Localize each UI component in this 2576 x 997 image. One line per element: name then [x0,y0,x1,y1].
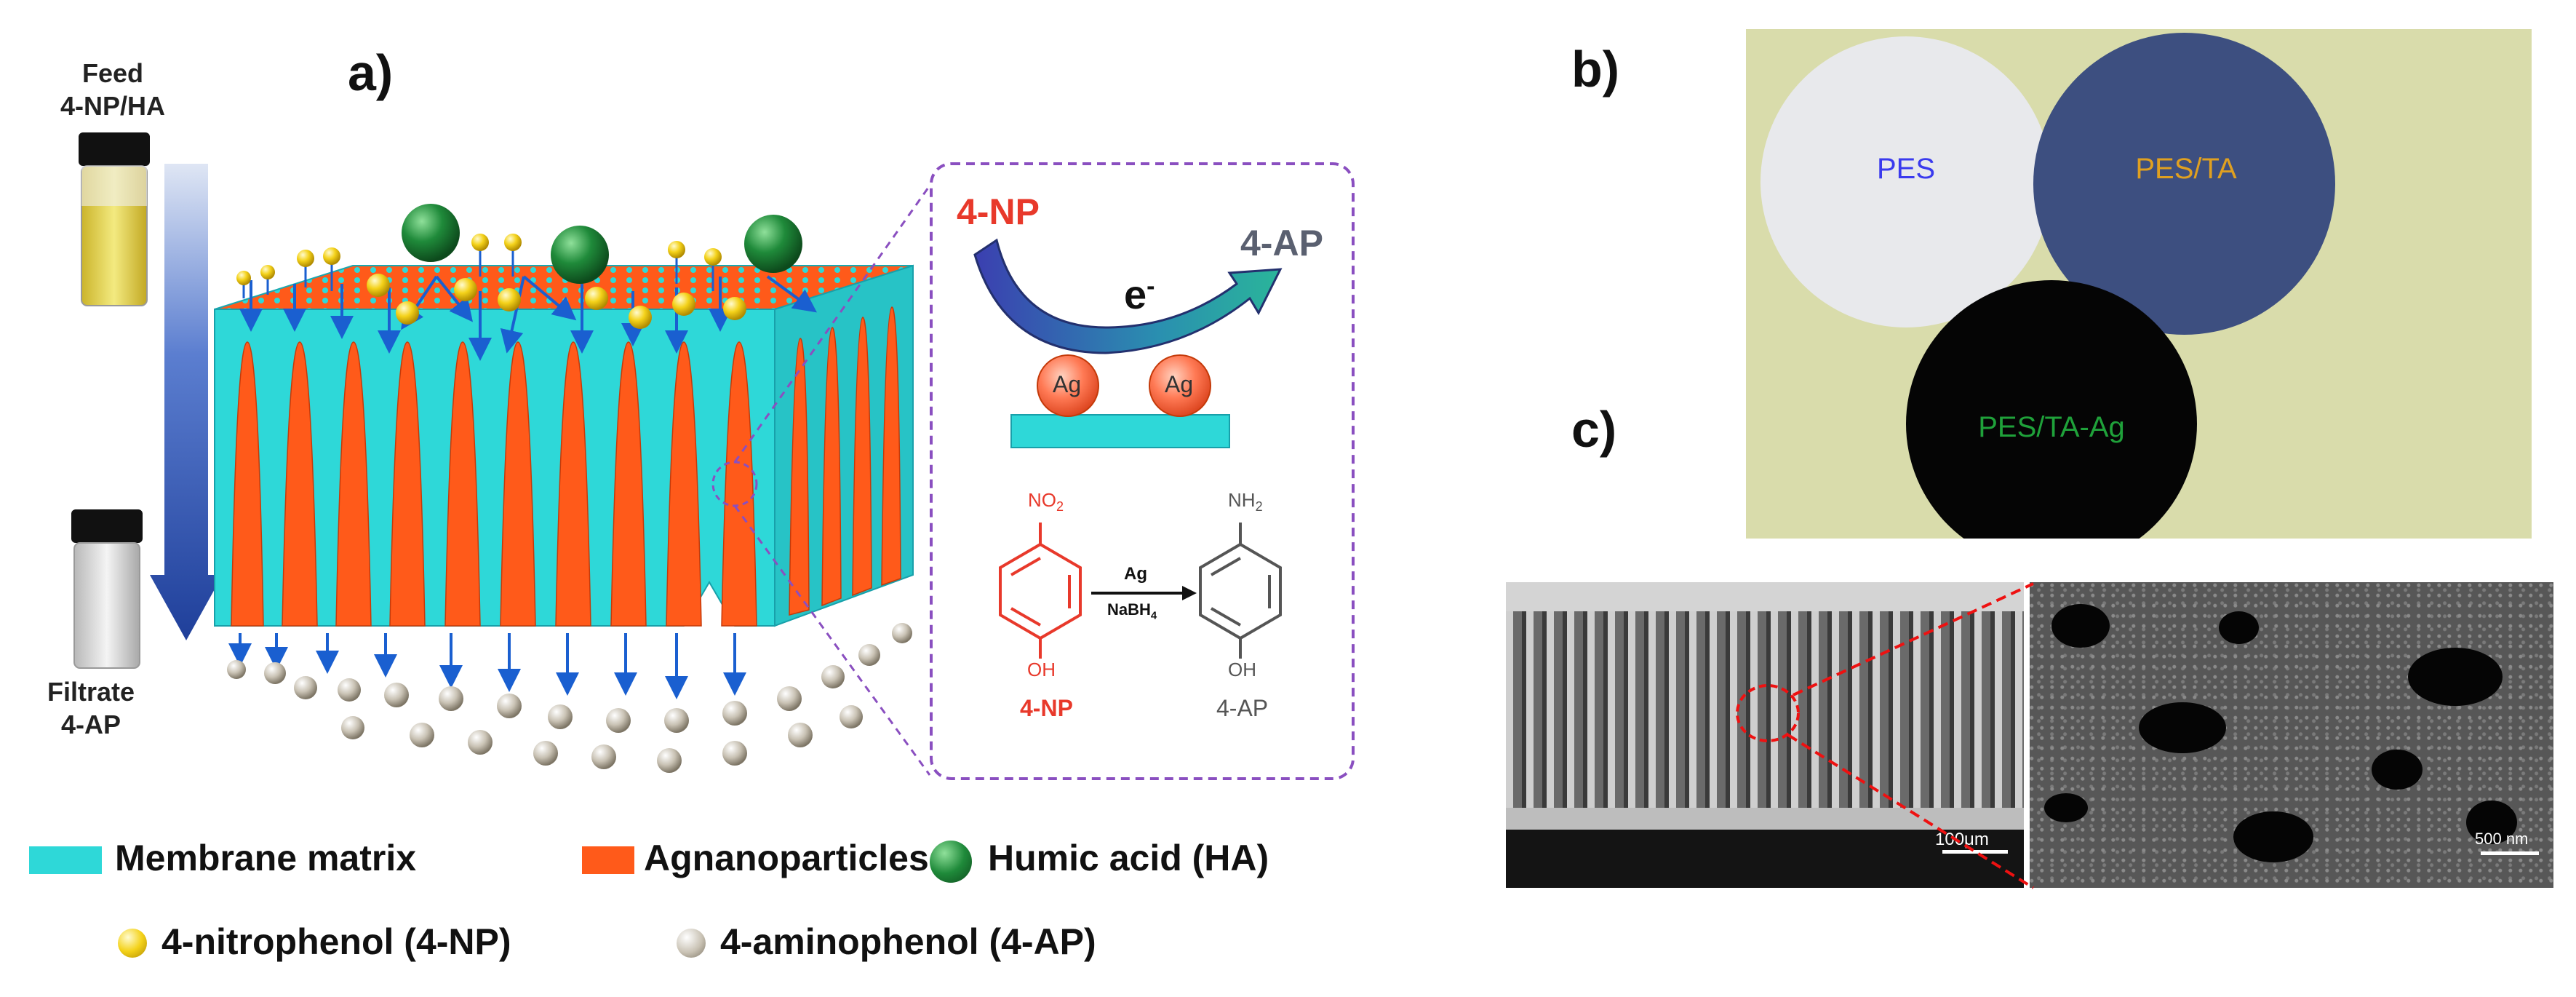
nitro-group: NO2 [1028,489,1064,515]
sem-surface: 500 nm [2030,582,2553,888]
filtrate-vial [71,509,143,669]
legend-membrane-label: Membrane matrix [115,838,417,878]
product-name: 4-AP [1216,695,1269,721]
panel-label-a: a) [348,44,394,101]
legend-ha-swatch [930,841,972,883]
pes-disc [1760,36,2051,327]
ag-particle-label-1: Ag [1053,371,1082,397]
reaction-product: 4-AP [1240,223,1323,263]
sem-zoom-lines [1736,582,2035,889]
amine-group: NH2 [1228,489,1263,515]
reaction-reactant: 4-NP [957,191,1040,232]
panel-label-c: c) [1571,401,1617,458]
legend-ha-label: Humic acid (HA) [988,838,1269,878]
legend-membrane-swatch [29,846,102,874]
membrane-photo: PES PES/TA PES/TA-Ag [1746,29,2532,568]
flow-arrow [150,164,223,640]
legend-ag-swatch [582,846,634,874]
pes-ta-ag-disc [1906,280,2197,568]
ag-particle-label-2: Ag [1165,371,1194,397]
feed-vial [79,132,150,306]
reactant-hydroxyl: OH [1027,659,1056,680]
legend-ap-label: 4-aminophenol (4-AP) [720,921,1096,962]
legend-ag-label: Agnanoparticles [644,838,929,878]
legend-np-swatch [118,929,147,958]
product-hydroxyl: OH [1228,659,1256,680]
membrane-diagram [71,132,1355,780]
arrow-catalyst: Ag [1124,564,1147,584]
sem-cross-section: 100μm [1506,582,2024,888]
sem-scale-right: 500 nm [2475,830,2529,848]
pes-label: PES [1876,153,1936,185]
arrow-reductant: NaBH4 [1107,600,1157,622]
pes-ta-label: PES/TA [2135,153,2237,185]
electron-label: e- [1124,271,1155,317]
legend-np-label: 4-nitrophenol (4-NP) [162,921,511,962]
legend-ap-swatch [677,929,706,958]
inset-box [930,162,1355,780]
ag-pores [231,306,901,627]
panel-label-b: b) [1571,41,1620,98]
pes-ta-ag-label: PES/TA-Ag [1978,411,2125,443]
reactant-name: 4-NP [1020,695,1073,721]
